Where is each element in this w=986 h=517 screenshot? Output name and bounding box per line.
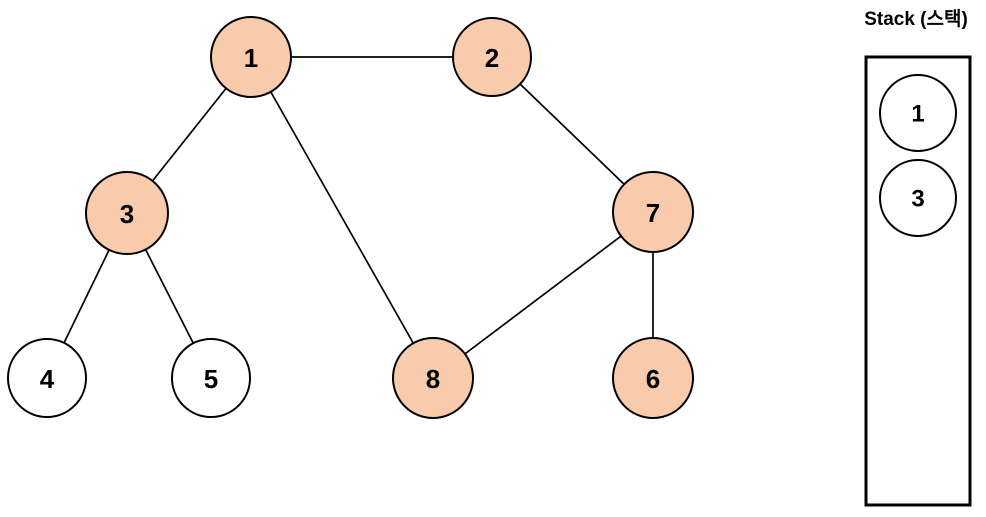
stack-title: Stack (스택) — [864, 9, 968, 30]
stack-item-label-1: 1 — [911, 101, 924, 128]
stack-item-circle-3 — [879, 159, 957, 237]
graph-node-label-7: 7 — [646, 198, 660, 228]
graph-edge-1-8 — [250, 56, 434, 379]
graph-node-6: 6 — [612, 337, 694, 419]
graph-node-2: 2 — [452, 17, 532, 97]
graph-node-8: 8 — [392, 337, 474, 419]
graph-node-circle-3 — [85, 171, 169, 255]
graph-node-circle-4 — [7, 338, 87, 418]
graph-edge-7-8 — [432, 211, 654, 379]
graph-node-3: 3 — [85, 171, 169, 255]
graph-node-7: 7 — [612, 171, 694, 253]
graph-node-4: 4 — [7, 338, 87, 418]
graph-node-circle-5 — [171, 338, 251, 418]
graph-node-circle-2 — [452, 17, 532, 97]
graph-node-label-4: 4 — [40, 364, 55, 394]
stack-item-3: 3 — [879, 159, 957, 237]
graph-node-circle-1 — [210, 16, 292, 98]
stack-item-circle-1 — [879, 74, 957, 152]
graph-node-label-6: 6 — [646, 364, 660, 394]
graph-node-circle-8 — [392, 337, 474, 419]
stack-item-label-3: 3 — [911, 186, 924, 213]
stack-box — [864, 55, 972, 507]
graph-node-5: 5 — [171, 338, 251, 418]
graph-node-1: 1 — [210, 16, 292, 98]
graph-node-label-1: 1 — [244, 43, 258, 73]
graph-node-circle-7 — [612, 171, 694, 253]
graph-node-label-5: 5 — [204, 364, 218, 394]
graph-node-label-3: 3 — [120, 199, 134, 229]
graph-node-label-8: 8 — [426, 364, 440, 394]
graph-node-label-2: 2 — [485, 43, 499, 73]
stack-item-1: 1 — [879, 74, 957, 152]
graph-node-circle-6 — [612, 337, 694, 419]
